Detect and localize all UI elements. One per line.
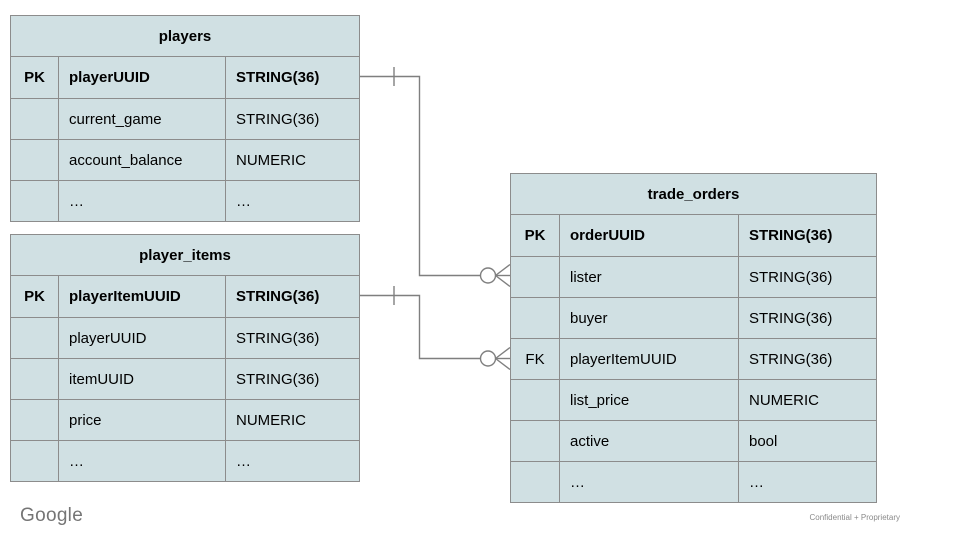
cell-key: [511, 257, 559, 297]
cell-field-name: orderUUID: [559, 215, 738, 256]
cell-key: [11, 400, 58, 440]
cell-data-type: STRING(36): [225, 99, 359, 139]
cell-data-type: STRING(36): [738, 339, 876, 379]
cell-field-name: playerUUID: [58, 57, 225, 98]
table-row: ……: [11, 180, 359, 221]
cell-key: [11, 99, 58, 139]
cell-key: [511, 421, 559, 461]
crow-foot-icon: [495, 263, 511, 288]
cell-field-name: list_price: [559, 380, 738, 420]
connector-players-trade-orders: [360, 67, 511, 288]
cell-key: PK: [24, 288, 45, 305]
cell-field-name: price: [58, 400, 225, 440]
cell-key: PK: [24, 69, 45, 86]
cell-data-type: STRING(36): [225, 57, 359, 98]
connector-line: [360, 294, 481, 360]
connector-line: [360, 75, 481, 277]
google-logo: Google: [20, 505, 84, 526]
cell-data-type: NUMERIC: [738, 380, 876, 420]
cell-key: [11, 359, 58, 399]
cell-field-name: …: [58, 181, 225, 221]
cell-data-type: …: [225, 181, 359, 221]
cell-key: [11, 441, 58, 481]
cell-field-name: …: [559, 462, 738, 502]
cell-field-name: current_game: [58, 99, 225, 139]
cell-key: [511, 298, 559, 338]
table-row: ……: [511, 461, 876, 502]
cell-data-type: bool: [738, 421, 876, 461]
cell-data-type: …: [225, 441, 359, 481]
crow-foot-icon: [495, 346, 511, 371]
cell-data-type: NUMERIC: [225, 400, 359, 440]
cell-key: [11, 318, 58, 358]
zero-circle-icon: [479, 350, 497, 367]
cell-field-name: playerUUID: [58, 318, 225, 358]
table-title: trade_orders: [511, 174, 876, 215]
table-title: players: [11, 16, 359, 57]
cell-field-name: account_balance: [58, 140, 225, 180]
cell-key: [11, 140, 58, 180]
table-row: ……: [11, 440, 359, 481]
cell-field-name: playerItemUUID: [58, 276, 225, 317]
cell-key: [511, 380, 559, 420]
cell-data-type: …: [738, 462, 876, 502]
table-title: player_items: [11, 235, 359, 276]
cell-key: FK: [525, 350, 545, 368]
cell-key: [511, 462, 559, 502]
cell-field-name: lister: [559, 257, 738, 297]
confidential-note: Confidential + Proprietary: [809, 513, 901, 522]
cell-field-name: active: [559, 421, 738, 461]
cell-data-type: STRING(36): [225, 318, 359, 358]
cell-data-type: STRING(36): [225, 359, 359, 399]
cell-data-type: STRING(36): [225, 276, 359, 317]
cell-key: PK: [524, 227, 546, 244]
connector-player-items-trade-orders: [360, 286, 511, 371]
cell-data-type: NUMERIC: [225, 140, 359, 180]
zero-circle-icon: [479, 267, 497, 284]
cell-field-name: playerItemUUID: [559, 339, 738, 379]
cell-field-name: …: [58, 441, 225, 481]
cell-key: [11, 181, 58, 221]
cell-data-type: STRING(36): [738, 257, 876, 297]
cell-field-name: buyer: [559, 298, 738, 338]
cell-field-name: itemUUID: [58, 359, 225, 399]
cell-data-type: STRING(36): [738, 215, 876, 256]
cell-data-type: STRING(36): [738, 298, 876, 338]
